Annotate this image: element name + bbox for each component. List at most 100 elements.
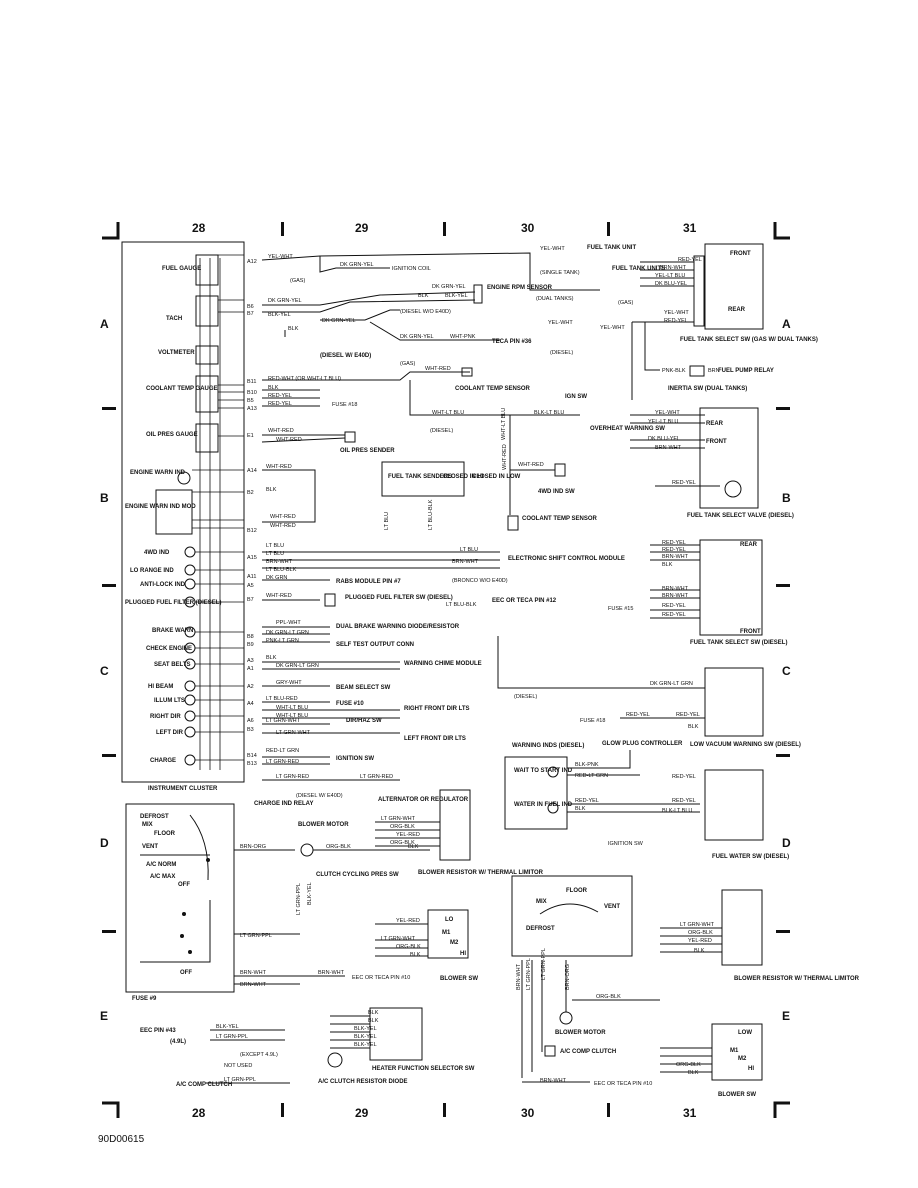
svg-text:RED-LT GRN: RED-LT GRN — [266, 748, 299, 754]
svg-text:BLK-LT BLU: BLK-LT BLU — [534, 410, 564, 416]
svg-text:ALTERNATOR OR REGULATOR: ALTERNATOR OR REGULATOR — [378, 797, 469, 803]
svg-text:BLK: BLK — [688, 724, 699, 730]
svg-text:YEL-RED: YEL-RED — [396, 918, 420, 924]
svg-text:IGNITION COIL: IGNITION COIL — [392, 266, 431, 272]
coolant-temp-gauge-label: COOLANT TEMP GAUGE — [146, 386, 218, 392]
svg-text:ORG-BLK: ORG-BLK — [326, 844, 351, 850]
svg-text:LT GRN-RED: LT GRN-RED — [360, 774, 393, 780]
svg-text:(GAS): (GAS) — [290, 278, 305, 284]
svg-text:A11: A11 — [247, 574, 256, 580]
svg-text:BRN-WHT: BRN-WHT — [540, 1078, 567, 1084]
svg-text:BLK-YEL: BLK-YEL — [307, 882, 313, 905]
svg-text:RED-YEL: RED-YEL — [662, 612, 686, 618]
svg-text:BLK-YEL: BLK-YEL — [445, 293, 468, 299]
engine-warn-ind-label: ENGINE WARN IND — [130, 470, 186, 476]
svg-text:IGNITION SW: IGNITION SW — [336, 756, 374, 762]
svg-text:PNK-BLK: PNK-BLK — [662, 368, 686, 374]
svg-text:RED-YEL: RED-YEL — [268, 393, 292, 399]
brake-warn-label: BRAKE WARN — [152, 628, 193, 634]
svg-text:WARNING INDS (DIESEL): WARNING INDS (DIESEL) — [512, 743, 584, 749]
svg-text:BLK: BLK — [368, 1010, 379, 1016]
grid-row-e-right: E — [782, 1009, 790, 1023]
svg-text:BLK-YEL: BLK-YEL — [268, 312, 291, 318]
grid-col-29-top: 29 — [355, 221, 369, 235]
crop-marks — [102, 222, 790, 1118]
svg-text:WHT-RED: WHT-RED — [266, 464, 292, 470]
svg-text:LT GRN-WHT: LT GRN-WHT — [266, 718, 301, 724]
svg-text:B13: B13 — [247, 761, 257, 767]
voltmeter-label: VOLTMETER — [158, 350, 195, 356]
svg-text:ORG-BLK: ORG-BLK — [688, 930, 713, 936]
svg-text:(GAS): (GAS) — [618, 300, 633, 306]
svg-text:(SINGLE TANK): (SINGLE TANK) — [540, 270, 580, 276]
svg-text:MIX: MIX — [142, 822, 153, 828]
svg-text:DK GRN-YEL: DK GRN-YEL — [322, 318, 356, 324]
grid-col-30-top: 30 — [521, 221, 535, 235]
svg-text:M2: M2 — [450, 940, 459, 946]
svg-text:(DUAL TANKS): (DUAL TANKS) — [536, 296, 574, 302]
svg-text:RED-YEL: RED-YEL — [575, 798, 599, 804]
right-side-bc: OVERHEAT WARNING SW YEL-WHT YEL-LT BLU D… — [497, 407, 801, 748]
svg-text:RED-YEL: RED-YEL — [662, 547, 686, 553]
svg-text:RED-YEL: RED-YEL — [672, 480, 696, 486]
svg-text:DEFROST: DEFROST — [140, 814, 169, 820]
svg-text:WHT-LT BLU: WHT-LT BLU — [276, 713, 308, 719]
svg-text:LT GRN-PPL: LT GRN-PPL — [296, 883, 302, 915]
svg-text:FUEL TANK SENDERS: FUEL TANK SENDERS — [388, 474, 452, 480]
page-code: 90D00615 — [98, 1134, 145, 1145]
check-engine-label: CHECK ENGINE — [146, 646, 192, 652]
svg-text:B2: B2 — [247, 490, 254, 496]
svg-text:REAR: REAR — [740, 542, 758, 548]
svg-text:A15: A15 — [247, 555, 257, 561]
svg-text:REAR: REAR — [706, 421, 724, 427]
grid-row-c-left: C — [100, 664, 109, 678]
svg-text:DIR/HAZ SW: DIR/HAZ SW — [346, 718, 382, 724]
grid-row-e-left: E — [100, 1009, 108, 1023]
svg-text:FUEL PUMP RELAY: FUEL PUMP RELAY — [718, 368, 774, 374]
svg-text:LOW: LOW — [738, 1030, 752, 1036]
grid-col-28-bottom: 28 — [192, 1106, 206, 1120]
svg-text:CLOSED IN HI: CLOSED IN HI — [443, 474, 484, 480]
svg-text:BLK: BLK — [368, 1018, 379, 1024]
svg-text:ORG-BLK: ORG-BLK — [596, 994, 621, 1000]
svg-text:LT BLU-RED: LT BLU-RED — [266, 696, 298, 702]
svg-text:B3: B3 — [247, 727, 254, 733]
instrument-cluster: INSTRUMENT CLUSTER FUEL GAUGE TACH VOLTM… — [121, 241, 257, 792]
svg-text:BLK: BLK — [694, 948, 705, 954]
grid-col-30-bottom: 30 — [521, 1106, 535, 1120]
svg-text:FUSE #18: FUSE #18 — [580, 718, 605, 724]
charge-label: CHARGE — [150, 758, 176, 764]
svg-text:BRN-WHT: BRN-WHT — [240, 982, 267, 988]
svg-text:OIL PRES SENDER: OIL PRES SENDER — [340, 448, 395, 454]
svg-text:LOW VACUUM WARNING SW (DIESEL): LOW VACUUM WARNING SW (DIESEL) — [690, 742, 801, 748]
svg-text:IGNITION SW: IGNITION SW — [608, 841, 644, 847]
svg-text:WHT-RED: WHT-RED — [425, 366, 451, 372]
svg-text:BRN-WHT: BRN-WHT — [662, 593, 689, 599]
svg-text:B5: B5 — [247, 398, 254, 404]
svg-text:WATER IN FUEL IND: WATER IN FUEL IND — [514, 802, 573, 808]
svg-text:WHT-RED: WHT-RED — [518, 462, 544, 468]
svg-text:RED-LT GRN: RED-LT GRN — [575, 773, 608, 779]
svg-text:DK BLU-YEL: DK BLU-YEL — [648, 436, 680, 442]
svg-text:BRN-WHT: BRN-WHT — [266, 559, 293, 565]
svg-text:BLK: BLK — [266, 487, 277, 493]
svg-text:WHT-LT BLU: WHT-LT BLU — [432, 410, 464, 416]
svg-text:BLOWER RESISTOR W/ THERMAL LIM: BLOWER RESISTOR W/ THERMAL LIMITOR — [418, 870, 544, 876]
svg-text:A1: A1 — [247, 666, 254, 672]
svg-text:DK GRN-LT GRN: DK GRN-LT GRN — [266, 630, 309, 636]
svg-text:WHT-RED: WHT-RED — [268, 428, 294, 434]
grid-col-28-top: 28 — [192, 221, 206, 235]
svg-text:RED-YEL: RED-YEL — [662, 603, 686, 609]
svg-text:A/C CLUTCH RESISTOR DIODE: A/C CLUTCH RESISTOR DIODE — [318, 1079, 408, 1085]
svg-text:PPL-WHT: PPL-WHT — [276, 620, 301, 626]
svg-text:OFF: OFF — [178, 882, 190, 888]
svg-text:RABS MODULE PIN #7: RABS MODULE PIN #7 — [336, 579, 401, 585]
svg-text:BRN-WHT: BRN-WHT — [660, 265, 687, 271]
svg-text:CHARGE IND RELAY: CHARGE IND RELAY — [254, 801, 313, 807]
svg-text:4WD IND SW: 4WD IND SW — [538, 489, 575, 495]
svg-text:FUSE #15: FUSE #15 — [608, 606, 633, 612]
indicator-lamps — [184, 546, 196, 766]
svg-text:BLOWER RESISTOR W/ THERMAL LIM: BLOWER RESISTOR W/ THERMAL LIMITOR — [734, 976, 860, 982]
svg-text:RED-YEL: RED-YEL — [678, 257, 702, 263]
